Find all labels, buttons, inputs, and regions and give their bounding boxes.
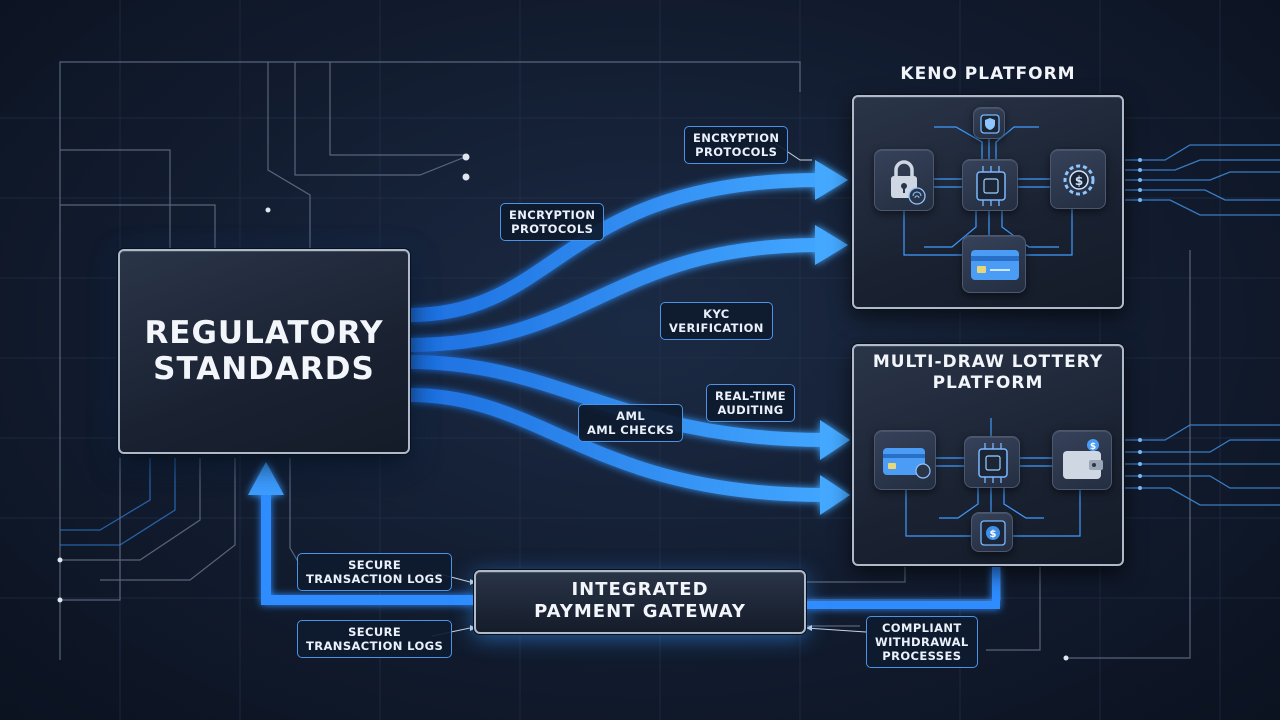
multi-draw-internal-wiring [905, 418, 1081, 537]
processor-chip-icon [964, 436, 1020, 488]
tag-line: TRANSACTION LOGS [306, 639, 444, 653]
circuit-nodes [57, 153, 1069, 661]
dollar-chip-icon: $ [971, 512, 1013, 552]
tag-compliant-withdrawal-processes: COMPLIANT WITHDRAWAL PROCESSES [866, 616, 978, 668]
tag-line: TRANSACTION LOGS [306, 572, 444, 586]
regulatory-standards-box [118, 249, 410, 454]
multi-draw-title-line2: PLATFORM [932, 373, 1044, 393]
multi-draw-platform-box: $ $ [852, 344, 1124, 566]
tag-line: AML CHECKS [587, 423, 675, 437]
tag-line: WITHDRAWAL [875, 635, 969, 649]
multi-draw-title-line1: MULTI-DRAW LOTTERY [872, 352, 1104, 372]
tag-secure-transaction-logs-top: SECURE TRANSACTION LOGS [297, 553, 453, 591]
payment-gateway-box [474, 570, 806, 634]
gateway-title-line2: PAYMENT GATEWAY [534, 601, 746, 622]
tag-line: ENCRYPTION [693, 131, 780, 145]
dollar-gear-icon: $ [1050, 149, 1106, 209]
keno-platform-title: KENO PLATFORM [900, 64, 1076, 84]
flow-keno-bottom [409, 238, 821, 352]
right-circuit-traces [1124, 144, 1280, 506]
regulatory-title-line1: REGULATORY [144, 315, 384, 351]
credit-card-icon [962, 235, 1026, 293]
tag-line: COMPLIANT [881, 621, 962, 635]
tag-encryption-protocols-top: ENCRYPTION PROTOCOLS [684, 126, 789, 164]
tag-line: PROTOCOLS [695, 145, 778, 159]
svg-text:$: $ [990, 529, 997, 540]
lock-fingerprint-icon [874, 149, 934, 211]
flow-keno-top [409, 173, 821, 322]
tag-line: SECURE [348, 625, 402, 639]
svg-text:$: $ [1075, 174, 1083, 188]
flow-gateway-return [261, 490, 474, 605]
tag-line: REAL-TIME [715, 389, 787, 403]
tag-kyc-verification: KYC VERIFICATION [660, 302, 773, 340]
processor-chip-icon [962, 159, 1018, 211]
tag-line: PROCESSES [882, 649, 962, 663]
payment-gateway-title: INTEGRATED PAYMENT GATEWAY [474, 579, 806, 623]
tag-line: AML [616, 409, 646, 423]
tag-line: SECURE [348, 558, 402, 572]
wallet-icon: $ [1052, 430, 1112, 490]
regulatory-standards-title: REGULATORY STANDARDS [118, 315, 410, 387]
tag-real-time-auditing: REAL-TIME AUDITING [706, 384, 796, 422]
keno-platform-box: $ [852, 95, 1124, 309]
multi-draw-platform-title: MULTI-DRAW LOTTERY PLATFORM [852, 352, 1124, 394]
tag-line: VERIFICATION [669, 321, 764, 335]
tag-encryption-protocols-mid: ENCRYPTION PROTOCOLS [500, 203, 605, 241]
tag-line: KYC [703, 307, 730, 321]
shield-chip-icon [973, 107, 1005, 139]
svg-text:$: $ [1090, 442, 1096, 452]
credit-card-icon [874, 430, 936, 490]
flow-ribbons [248, 160, 1000, 609]
tag-leaders [431, 143, 867, 637]
tag-line: ENCRYPTION [509, 208, 596, 222]
tag-line: AUDITING [717, 403, 784, 417]
regulatory-title-line2: STANDARDS [153, 351, 375, 387]
tag-aml-checks: AML AML CHECKS [578, 404, 684, 442]
keno-internal-wiring [903, 126, 1073, 256]
gateway-title-line1: INTEGRATED [571, 579, 709, 600]
tag-line: PROTOCOLS [511, 222, 594, 236]
flow-multi-to-gateway [806, 566, 1000, 609]
tag-secure-transaction-logs-bottom: SECURE TRANSACTION LOGS [297, 620, 453, 658]
flow-multi-top [409, 355, 826, 447]
flow-multi-bottom [409, 388, 826, 502]
